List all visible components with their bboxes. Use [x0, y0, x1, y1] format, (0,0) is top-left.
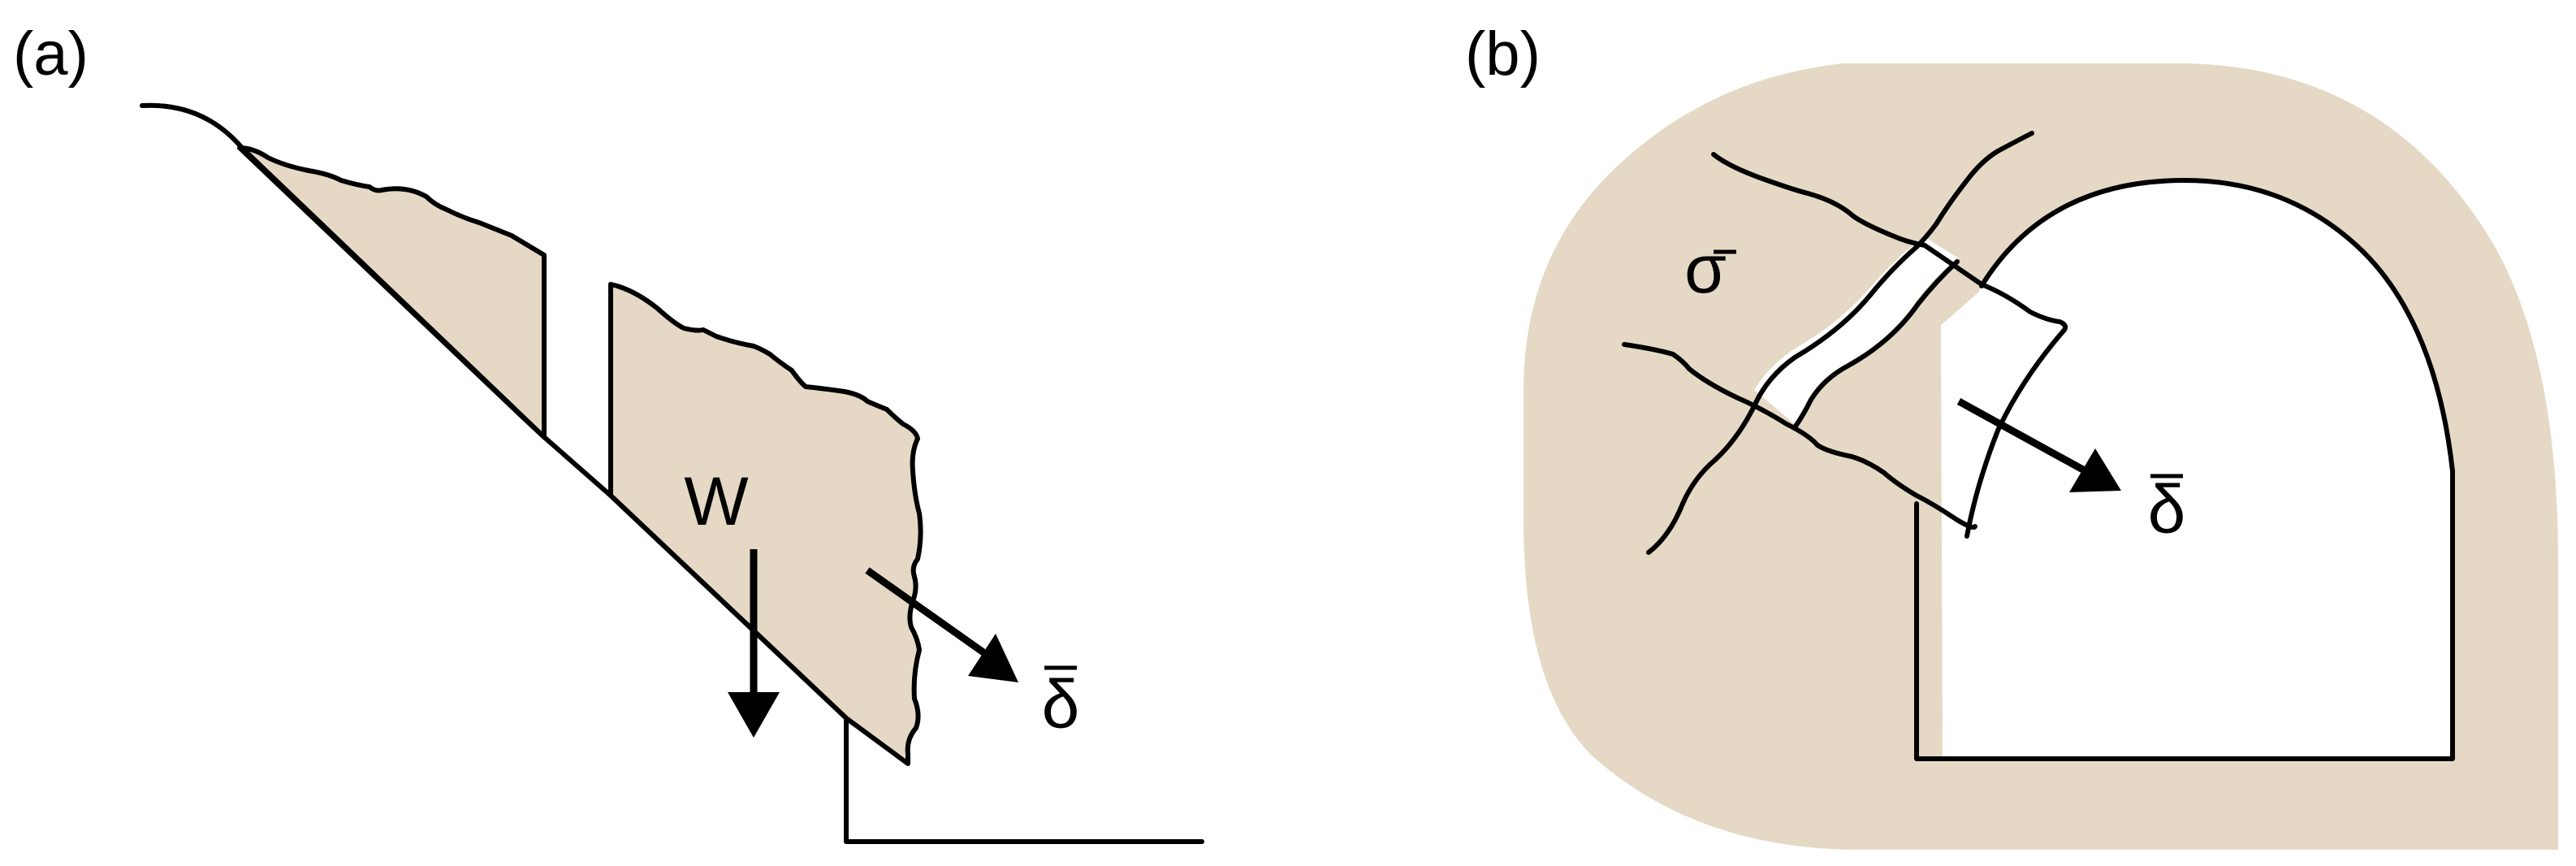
panel-a-label: (a)	[13, 19, 89, 89]
tunnel-outline	[1914, 178, 2455, 761]
displacement-arrow-b-head	[2069, 448, 2121, 492]
displacement-label-a: δ	[1042, 666, 1080, 743]
joint-cross-right	[1792, 259, 1960, 430]
joint-upper	[1711, 152, 2068, 539]
displacement-arrow-a-head	[968, 634, 1018, 682]
slope-crest-curve	[140, 102, 244, 150]
joint-lower	[1622, 342, 1977, 530]
panel-b: (b) σ δ	[1465, 19, 2558, 850]
wedge-gap	[1754, 237, 1959, 424]
displacement-arrow-b-shaft	[1956, 398, 2091, 476]
tunnel-opening	[1917, 180, 2453, 759]
sliding-rock-block	[608, 282, 923, 766]
panel-a: (a) W δ	[13, 19, 1204, 844]
displacement-label-b: δ	[2148, 471, 2186, 548]
slope-failure-plane	[240, 145, 849, 721]
joint-cross-left	[1646, 131, 2034, 555]
panel-b-label: (b)	[1465, 19, 1541, 89]
displacement-arrow-a-shaft	[865, 567, 992, 660]
stress-label: σ	[1684, 231, 1727, 307]
slope-toe-floor	[844, 716, 1204, 844]
weight-label: W	[684, 463, 748, 539]
weight-arrow-head	[728, 692, 780, 738]
